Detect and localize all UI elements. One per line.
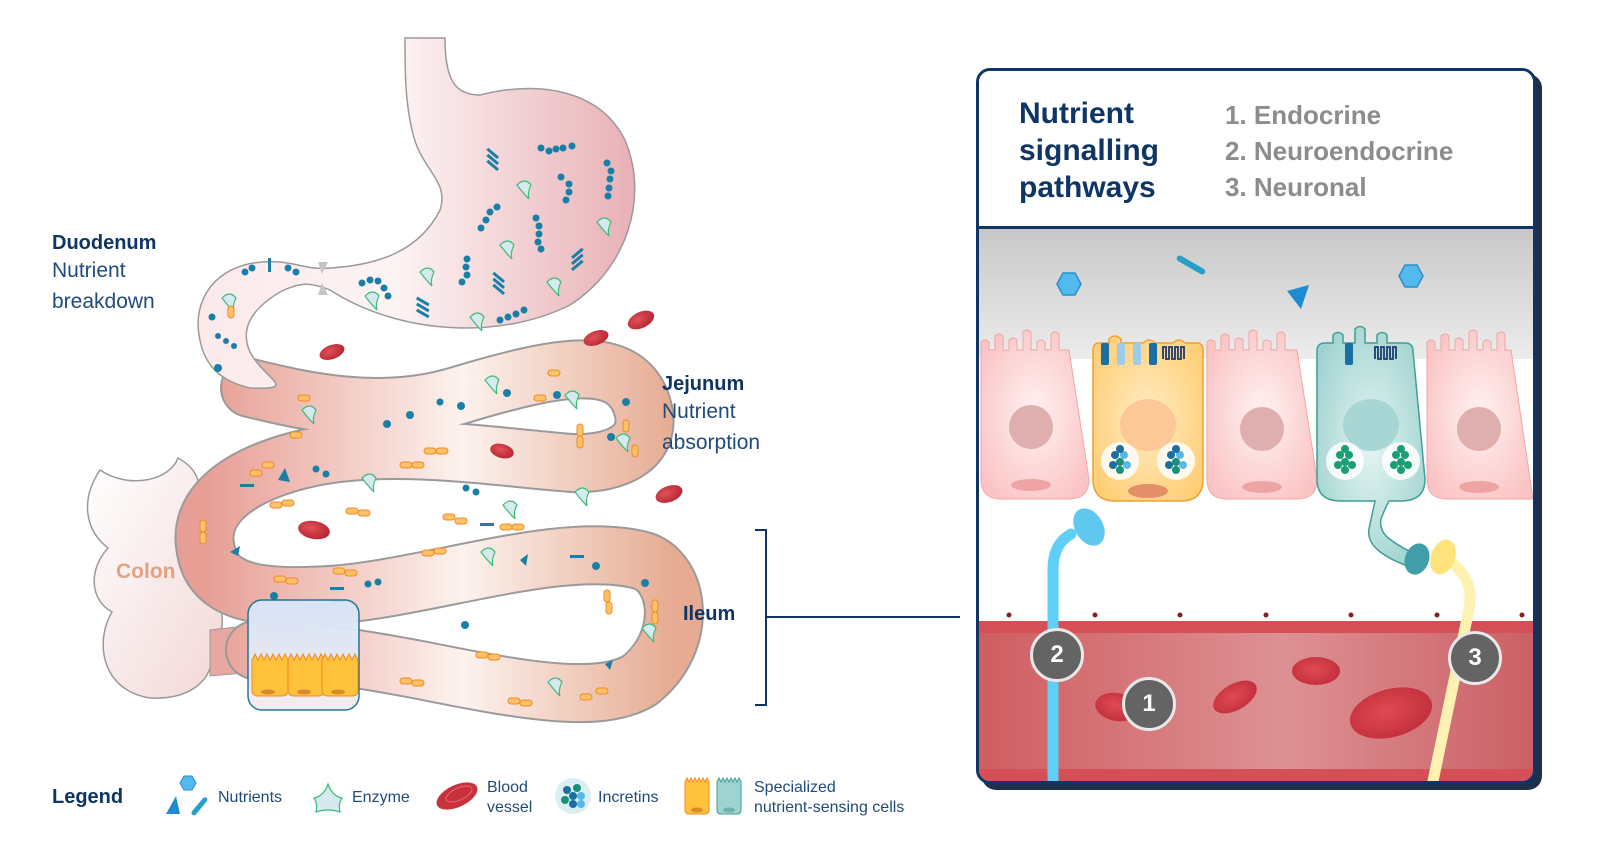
ileum-bracket — [755, 529, 960, 706]
blood-cells — [298, 310, 683, 540]
pathway-badge-3: 3 — [1448, 631, 1502, 685]
jejunum-subtitle-2: absorption — [662, 431, 761, 454]
wall-cells — [199, 305, 659, 707]
legend-blood-vessel-label: Blood vessel — [487, 778, 532, 818]
blood-vessel-icon — [436, 782, 478, 810]
enzyme-particles — [221, 180, 657, 697]
pathway-list: 1. Endocrine 2. Neuroendocrine 3. Neuron… — [1225, 97, 1453, 205]
pathway-badge-1: 1 — [1122, 677, 1176, 731]
legend-title: Legend — [52, 786, 124, 808]
ileum-inset — [247, 599, 360, 711]
endocrine-cell — [1092, 335, 1204, 502]
pathway-item-endocrine: 1. Endocrine — [1225, 100, 1382, 130]
incretins-icon — [555, 778, 591, 814]
panel-title-line-3: pathways — [1019, 171, 1156, 204]
duodenum-label: Duodenum Nutrient breakdown — [52, 231, 156, 317]
stomach — [197, 37, 636, 389]
panel-header: Nutrient signalling pathways 1. Endocrin… — [979, 71, 1533, 229]
legend-enzyme-label: Enzyme — [352, 789, 410, 806]
legend-sensing-cells-line-2: nutrient-sensing cells — [754, 799, 905, 816]
signalling-panel: Nutrient signalling pathways 1. Endocrin… — [976, 68, 1536, 784]
legend-sensing-cells-line-1: Specialized — [754, 779, 836, 796]
neuron-yellow — [1427, 539, 1476, 781]
cell-scene — [979, 229, 1533, 781]
gut-illustration — [86, 37, 960, 724]
enzyme-icon — [313, 782, 343, 813]
duodenum-title: Duodenum — [52, 232, 157, 254]
pathway-item-neuronal: 3. Neuronal — [1225, 172, 1367, 202]
panel-title-line-2: signalling — [1019, 134, 1160, 167]
nutrients-icon — [166, 775, 208, 816]
enterocytes — [980, 329, 1533, 500]
ileum-title: Ileum — [683, 603, 736, 625]
jejunum-label: Jejunum Nutrient absorption — [662, 372, 760, 458]
legend-sensing-cells-label: Specialized nutrient-sensing cells — [754, 778, 904, 818]
colon-title: Colon — [116, 560, 176, 583]
jejunum-title: Jejunum — [662, 373, 745, 395]
legend-blood-vessel-line-2: vessel — [487, 799, 533, 816]
pathway-badge-2: 2 — [1030, 628, 1084, 682]
jejunum-subtitle-1: Nutrient — [662, 400, 736, 423]
legend: Legend Nutrients Enzyme Blood vessel Inc… — [0, 770, 960, 830]
sensing-cells-icon — [684, 776, 742, 815]
legend-incretins-label: Incretins — [598, 789, 659, 806]
legend-blood-vessel-line-1: Blood — [487, 779, 528, 796]
neuron-blue — [1047, 508, 1105, 781]
duodenum-subtitle-2: breakdown — [52, 290, 155, 313]
legend-nutrients-label: Nutrients — [218, 789, 283, 806]
duodenum-subtitle-1: Nutrient — [52, 259, 126, 282]
pathway-item-neuroendocrine: 2. Neuroendocrine — [1225, 136, 1454, 166]
luminal-nutrients — [1056, 255, 1424, 309]
panel-title-line-1: Nutrient — [1019, 97, 1134, 130]
panel-title: Nutrient signalling pathways — [1019, 95, 1159, 206]
neuroendocrine-cell — [1316, 325, 1430, 575]
